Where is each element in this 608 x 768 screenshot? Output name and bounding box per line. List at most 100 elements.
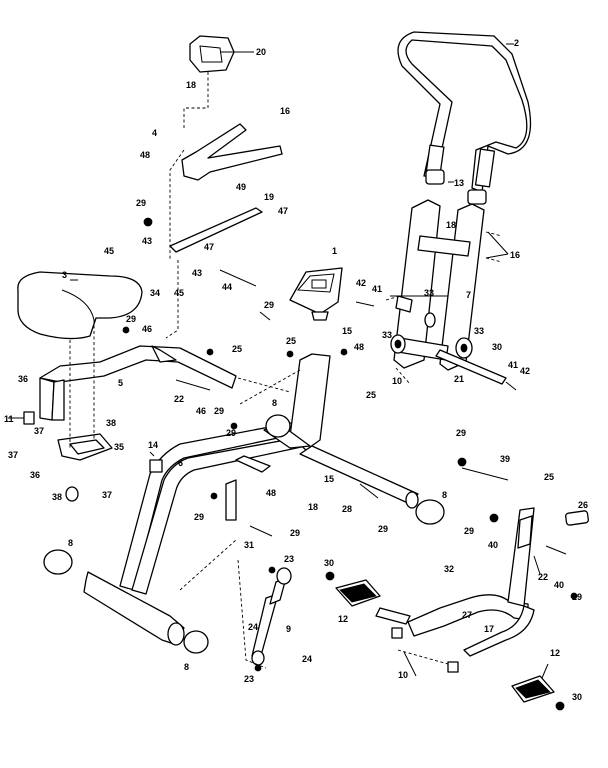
callout-12b: 12 [550, 648, 560, 658]
callout-29a: 29 [136, 198, 146, 208]
callout-29e: 29 [226, 428, 236, 438]
callout-30b: 30 [324, 558, 334, 568]
callout-27: 27 [462, 610, 472, 620]
callout-13: 13 [454, 178, 464, 188]
callout-25c: 25 [366, 390, 376, 400]
callout-48b: 48 [354, 342, 364, 352]
callout-44: 44 [222, 282, 232, 292]
callout-45a: 45 [104, 246, 114, 256]
callout-28: 28 [342, 504, 352, 514]
callout-23b: 23 [244, 674, 254, 684]
callout-43b: 43 [192, 268, 202, 278]
callout-16b: 16 [510, 250, 520, 260]
axle-part [390, 312, 507, 385]
callout-31: 31 [244, 540, 254, 550]
callout-48c: 48 [266, 488, 276, 498]
callout-29c: 29 [126, 314, 136, 324]
callout-25d: 25 [544, 472, 554, 482]
console-part [289, 267, 343, 321]
callout-25a: 25 [286, 336, 296, 346]
pedal-part [335, 579, 555, 703]
callout-33b: 33 [474, 326, 484, 336]
callout-3: 3 [62, 270, 67, 280]
callout-15b: 15 [324, 474, 334, 484]
callout-47b: 47 [204, 242, 214, 252]
callout-9: 9 [286, 624, 291, 634]
alignment-lines [69, 72, 503, 669]
callout-34: 34 [150, 288, 160, 298]
callout-15a: 15 [342, 326, 352, 336]
callout-8a: 8 [272, 398, 277, 408]
callout-49: 49 [236, 182, 246, 192]
pedal-arm-part [375, 507, 589, 657]
callout-16a: 16 [280, 106, 290, 116]
callout-32: 32 [444, 564, 454, 574]
callout-24b: 24 [302, 654, 312, 664]
callout-35: 35 [114, 442, 124, 452]
callout-7: 7 [466, 290, 471, 300]
callout-33a: 33 [424, 288, 434, 298]
callout-20: 20 [256, 47, 266, 57]
callout-29d: 29 [214, 406, 224, 416]
lower-bracket-part [57, 433, 113, 461]
callout-19: 19 [264, 192, 274, 202]
callout-11: 11 [4, 414, 14, 424]
callout-30a: 30 [492, 342, 502, 352]
roller-part [43, 414, 445, 654]
callout-23a: 23 [284, 554, 294, 564]
callout-29j: 29 [464, 526, 474, 536]
callout-41a: 41 [372, 284, 382, 294]
callout-29h: 29 [378, 524, 388, 534]
callout-18b: 18 [446, 220, 456, 230]
callout-24a: 24 [248, 622, 258, 632]
frame-part [83, 353, 419, 646]
callout-29f: 29 [456, 428, 466, 438]
callout-33c: 33 [382, 330, 392, 340]
callout-46a: 46 [142, 324, 152, 334]
callout-8c: 8 [68, 538, 73, 548]
callout-10b: 10 [398, 670, 408, 680]
seat-bracket-part [169, 123, 283, 253]
callout-39: 39 [500, 454, 510, 464]
callout-17: 17 [484, 624, 494, 634]
callout-29k: 29 [572, 592, 582, 602]
callout-8b: 8 [442, 490, 447, 500]
callout-47a: 47 [278, 206, 288, 216]
handlebar-part [397, 31, 532, 193]
callout-22a: 22 [174, 394, 184, 404]
callout-29i: 29 [290, 528, 300, 538]
small-hardware-part [23, 217, 578, 711]
callout-25b: 25 [232, 344, 242, 354]
callout-40b: 40 [554, 580, 564, 590]
callout-26: 26 [578, 500, 588, 510]
upright-part [393, 199, 485, 371]
callout-42a: 42 [356, 278, 366, 288]
callout-2: 2 [514, 38, 519, 48]
callout-37c: 37 [102, 490, 112, 500]
callout-42b: 42 [520, 366, 530, 376]
callout-38b: 38 [52, 492, 62, 502]
callout-40a: 40 [488, 540, 498, 550]
callout-48a: 48 [140, 150, 150, 160]
callout-18a: 18 [186, 80, 196, 90]
seat-part [17, 271, 143, 340]
callout-14: 14 [148, 440, 158, 450]
callout-41b: 41 [508, 360, 518, 370]
callout-45b: 45 [174, 288, 184, 298]
callout-43a: 43 [142, 236, 152, 246]
seat-post-part [39, 345, 237, 421]
callout-10a: 10 [392, 376, 402, 386]
callout-6: 6 [178, 458, 183, 468]
callout-5: 5 [118, 378, 123, 388]
callout-1: 1 [332, 246, 337, 256]
callout-29b: 29 [264, 300, 274, 310]
callout-labels: 20 2 18 16 4 48 49 13 19 29 47 18 43 47 … [4, 38, 588, 702]
callout-37b: 37 [8, 450, 18, 460]
callout-18c: 18 [308, 502, 318, 512]
callout-38a: 38 [106, 418, 116, 428]
callout-12a: 12 [338, 614, 348, 624]
callout-36a: 36 [18, 374, 28, 384]
callout-29g: 29 [194, 512, 204, 522]
callout-37a: 37 [34, 426, 44, 436]
